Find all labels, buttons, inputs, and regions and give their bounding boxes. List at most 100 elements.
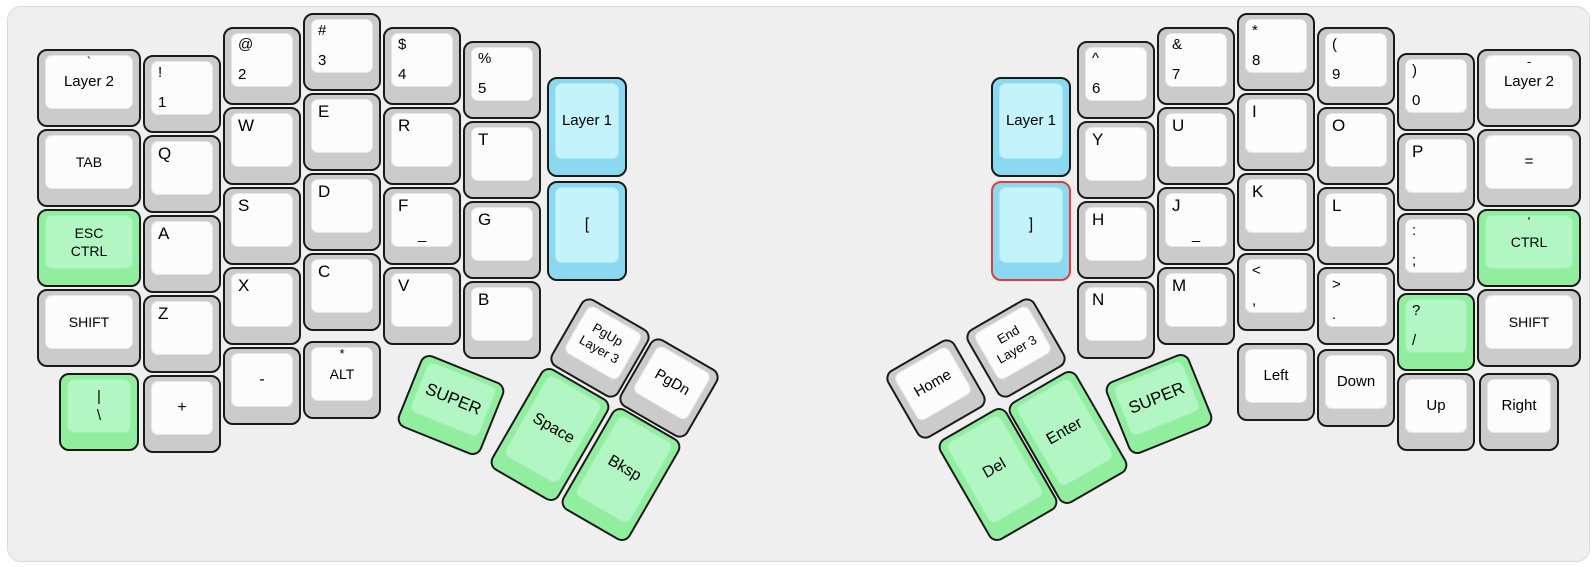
key-b[interactable]: B xyxy=(463,281,541,359)
key-k[interactable]: K xyxy=(1237,173,1315,251)
key-5[interactable]: %5 xyxy=(463,41,541,119)
key-0[interactable]: )0 xyxy=(1397,53,1475,131)
keycap-surface xyxy=(1245,259,1307,313)
key-main-label: Q xyxy=(158,144,172,163)
keycap-surface xyxy=(1085,127,1147,181)
keycap-surface xyxy=(471,207,533,261)
key-right-bracket[interactable]: ] xyxy=(991,181,1071,281)
key-y[interactable]: Y xyxy=(1077,121,1155,199)
key-main-label: X xyxy=(238,276,250,295)
key-super-left[interactable]: SUPER xyxy=(394,351,508,459)
key-w[interactable]: W xyxy=(223,107,301,185)
key-4[interactable]: $4 xyxy=(383,27,461,105)
keycap-surface xyxy=(1405,219,1467,273)
key-a[interactable]: A xyxy=(143,215,221,293)
key-l[interactable]: L xyxy=(1317,187,1395,265)
keycap-surface xyxy=(45,135,133,189)
key-o[interactable]: O xyxy=(1317,107,1395,185)
key-h[interactable]: H xyxy=(1077,201,1155,279)
key-period[interactable]: >. xyxy=(1317,267,1395,345)
key-shift-label: : xyxy=(1412,222,1417,239)
key-main-label: = xyxy=(1484,135,1574,189)
key-main-label: 2 xyxy=(238,66,247,83)
key-grave-layer2[interactable]: `Layer 2 xyxy=(37,49,141,127)
key-n[interactable]: N xyxy=(1077,281,1155,359)
key-label-line: SUPER xyxy=(422,379,485,419)
key-sub-label: _ xyxy=(1191,226,1201,243)
key-shift-label: - xyxy=(1526,54,1532,69)
key-star-alt[interactable]: *ALT xyxy=(303,341,381,419)
key-7[interactable]: &7 xyxy=(1157,27,1235,105)
key-arrow-right[interactable]: Right xyxy=(1479,373,1559,451)
key-main-label: SHIFT xyxy=(1484,295,1574,349)
key-quote-ctrl[interactable]: 'CTRL xyxy=(1477,209,1581,287)
key-m[interactable]: M xyxy=(1157,267,1235,345)
key-v[interactable]: V xyxy=(383,267,461,345)
key-main-label: C xyxy=(318,262,331,281)
keycap-surface xyxy=(1165,193,1227,247)
key-label-line: Down xyxy=(1336,373,1376,391)
key-8[interactable]: *8 xyxy=(1237,13,1315,91)
key-layer1-right[interactable]: Layer 1 xyxy=(991,77,1071,177)
key-main-label: 7 xyxy=(1172,66,1181,83)
key-x[interactable]: X xyxy=(223,267,301,345)
key-label-line: PgDn xyxy=(651,365,693,400)
key-2[interactable]: @2 xyxy=(223,27,301,105)
key-label-line: SUPER xyxy=(1125,378,1188,418)
key-main-label: Home xyxy=(892,344,974,423)
key-tab[interactable]: TAB xyxy=(37,129,141,207)
key-layer1-left[interactable]: Layer 1 xyxy=(547,77,627,177)
key-semicolon[interactable]: :; xyxy=(1397,213,1475,291)
key-pipe-backslash[interactable]: |\ xyxy=(59,373,139,451)
keycap-surface xyxy=(1325,113,1387,167)
key-shift-label: % xyxy=(478,50,492,67)
key-comma[interactable]: <, xyxy=(1237,253,1315,331)
key-p[interactable]: P xyxy=(1397,133,1475,211)
key-i[interactable]: I xyxy=(1237,93,1315,171)
key-shift-right[interactable]: SHIFT xyxy=(1477,289,1581,367)
key-minus[interactable]: - xyxy=(223,347,301,425)
key-left-bracket[interactable]: [ xyxy=(547,181,627,281)
key-shift-left[interactable]: SHIFT xyxy=(37,289,141,367)
key-plus[interactable]: + xyxy=(143,375,221,453)
key-t[interactable]: T xyxy=(463,121,541,199)
key-main-label: B xyxy=(478,290,490,309)
key-e[interactable]: E xyxy=(303,93,381,171)
key-arrow-left[interactable]: Left xyxy=(1237,343,1315,421)
key-main-label: SUPER xyxy=(408,360,499,439)
key-label-line: Layer 2 xyxy=(63,73,115,91)
key-main-label: 6 xyxy=(1092,80,1101,97)
key-equals[interactable]: = xyxy=(1477,129,1581,207)
key-f[interactable]: F_ xyxy=(383,187,461,265)
keycap-surface xyxy=(45,55,133,109)
key-minus-layer2[interactable]: -Layer 2 xyxy=(1477,49,1581,127)
key-q[interactable]: Q xyxy=(143,135,221,213)
keycap-surface xyxy=(1487,379,1551,433)
key-shift-label: @ xyxy=(238,36,254,53)
key-u[interactable]: U xyxy=(1157,107,1235,185)
key-g[interactable]: G xyxy=(463,201,541,279)
key-arrow-up[interactable]: Up xyxy=(1397,373,1475,451)
key-r[interactable]: R xyxy=(383,107,461,185)
key-label-line: = xyxy=(1524,153,1534,171)
key-d[interactable]: D xyxy=(303,173,381,251)
key-main-label: 9 xyxy=(1332,66,1341,83)
key-9[interactable]: (9 xyxy=(1317,27,1395,105)
key-s[interactable]: S xyxy=(223,187,301,265)
key-3[interactable]: #3 xyxy=(303,13,381,91)
key-c[interactable]: C xyxy=(303,253,381,331)
key-6[interactable]: ^6 xyxy=(1077,41,1155,119)
key-z[interactable]: Z xyxy=(143,295,221,373)
key-main-label: J xyxy=(1172,196,1181,215)
key-arrow-down[interactable]: Down xyxy=(1317,349,1395,427)
keycap-surface xyxy=(391,273,453,327)
keycap-surface xyxy=(1085,47,1147,101)
keycap-surface xyxy=(311,347,373,401)
key-j[interactable]: J_ xyxy=(1157,187,1235,265)
key-1[interactable]: !1 xyxy=(143,55,221,133)
key-slash[interactable]: ?/ xyxy=(1397,293,1475,371)
key-super-right[interactable]: SUPER xyxy=(1102,350,1216,458)
